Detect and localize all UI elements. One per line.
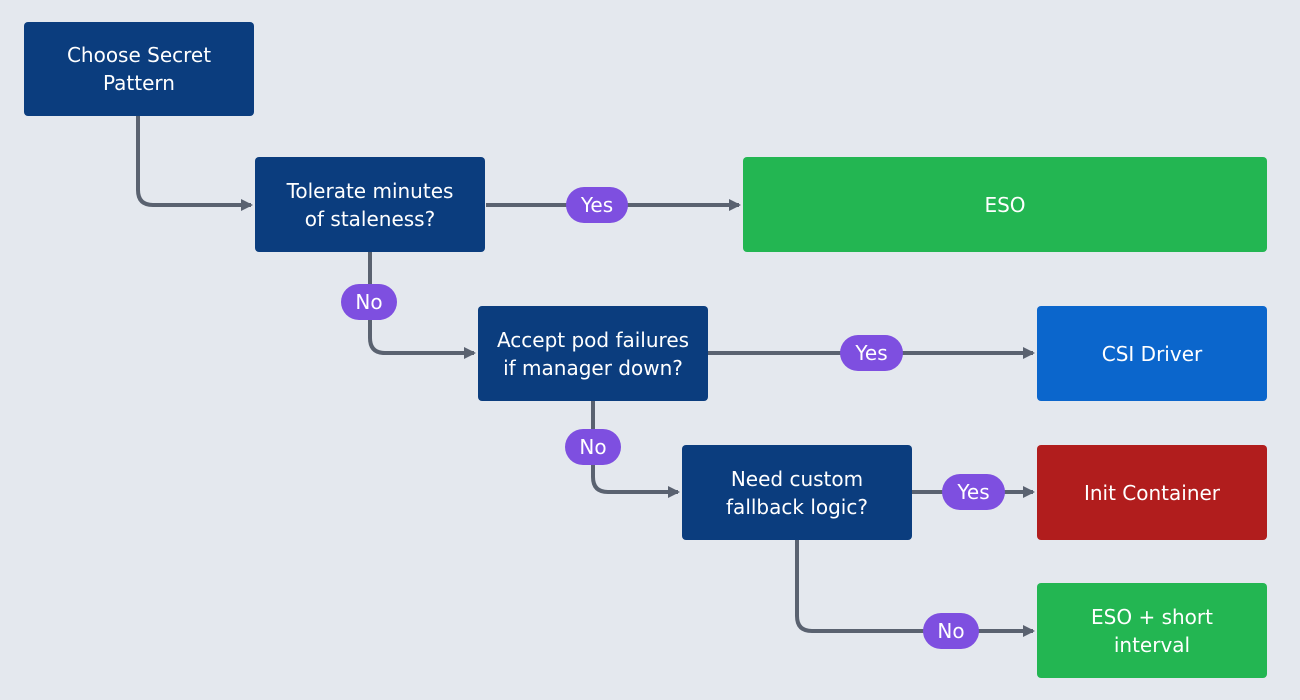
label-no-fallback: No	[923, 613, 979, 649]
edge-q3-eso-short	[795, 540, 1035, 637]
start-node: Choose Secret Pattern	[24, 22, 254, 116]
label-yes-pod-failures: Yes	[840, 335, 903, 371]
label-yes-staleness: Yes	[566, 187, 628, 223]
label-no-staleness: No	[341, 284, 397, 320]
edge-start-q1	[136, 116, 253, 211]
decision-pod-failures: Accept pod failures if manager down?	[478, 306, 708, 401]
label-yes-fallback: Yes	[942, 474, 1005, 510]
outcome-csi-driver: CSI Driver	[1037, 306, 1267, 401]
outcome-eso: ESO	[743, 157, 1267, 252]
decision-staleness: Tolerate minutes of staleness?	[255, 157, 485, 252]
edge-q1-q2	[368, 252, 476, 359]
outcome-eso-short-interval: ESO + short interval	[1037, 583, 1267, 678]
edge-q2-q3	[591, 401, 680, 498]
decision-fallback-logic: Need custom fallback logic?	[682, 445, 912, 540]
label-no-pod-failures: No	[565, 429, 621, 465]
outcome-init-container: Init Container	[1037, 445, 1267, 540]
